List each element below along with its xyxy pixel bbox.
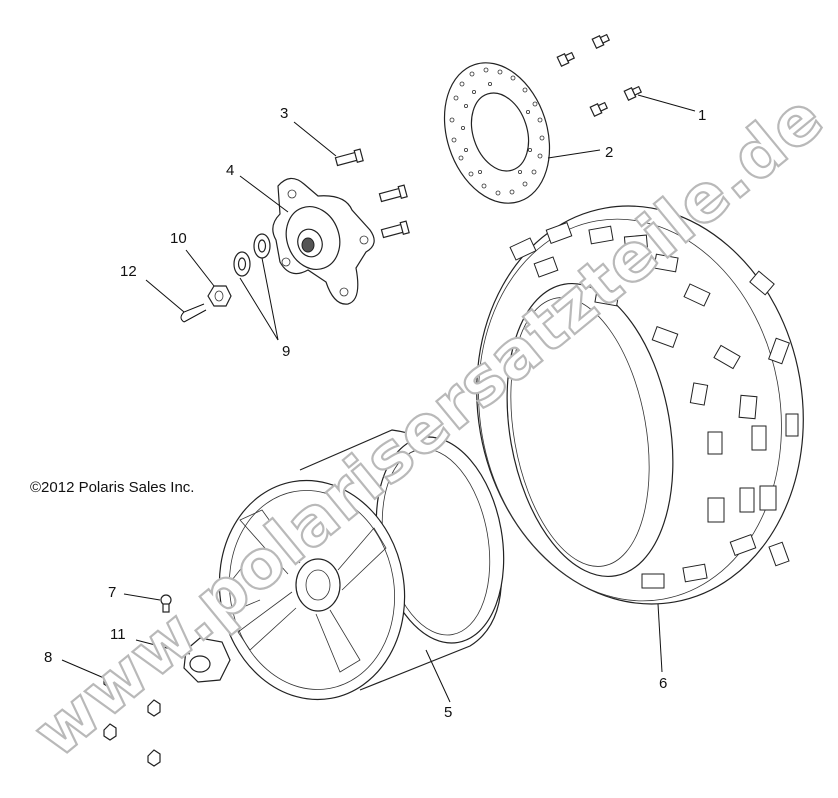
copyright-text: ©2012 Polaris Sales Inc.	[30, 479, 194, 496]
callout-9: 9	[282, 343, 290, 360]
brake-disc	[443, 62, 551, 204]
callout-8: 8	[44, 649, 52, 666]
callout-2: 2	[605, 144, 613, 161]
callout-5: 5	[444, 704, 452, 721]
tire	[476, 205, 804, 605]
hub-stud	[380, 220, 410, 239]
hub-stud	[378, 184, 408, 203]
disc-bolt	[556, 51, 576, 68]
cotter-pin	[180, 303, 207, 323]
callout-labels: 1 2 3 4 5 6 7 8 9 10 11 12	[44, 105, 706, 721]
callout-3: 3	[280, 105, 288, 122]
lug-nut	[147, 699, 161, 717]
disc-bolt	[591, 33, 611, 50]
lug-nut	[103, 671, 117, 689]
hub-stud	[334, 148, 364, 167]
callout-1: 1	[698, 107, 706, 124]
leader-lines	[61, 94, 696, 703]
rim	[218, 429, 505, 701]
lug-nut-group	[103, 671, 161, 767]
hub-stud-group	[334, 148, 410, 239]
callout-7: 7	[108, 584, 116, 601]
callout-4: 4	[226, 162, 234, 179]
callout-11: 11	[110, 626, 126, 643]
disc-bolt-group	[556, 33, 643, 118]
disc-bolt	[623, 85, 643, 102]
callout-6: 6	[659, 675, 667, 692]
lug-nut	[103, 723, 117, 741]
cap-bolt	[160, 594, 172, 613]
disc-bolt	[589, 101, 609, 118]
castle-nut	[207, 285, 232, 307]
callout-12: 12	[120, 263, 137, 280]
hub-cap	[183, 637, 231, 683]
washer-pair	[233, 233, 271, 277]
callout-10: 10	[170, 230, 187, 247]
wheel-hub	[272, 177, 375, 305]
lug-nut	[147, 749, 161, 767]
